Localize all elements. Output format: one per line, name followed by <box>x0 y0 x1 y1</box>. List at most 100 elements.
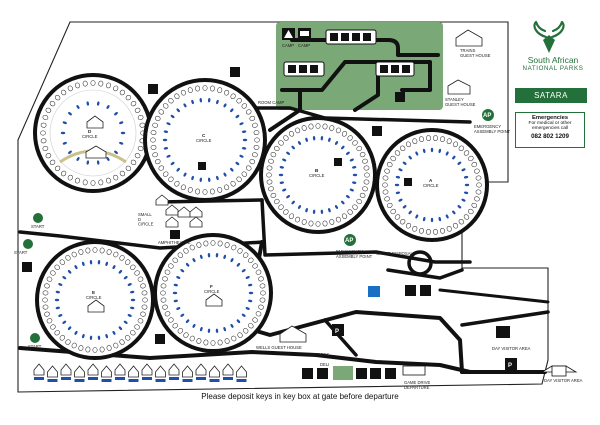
accommodation-unit <box>202 85 208 91</box>
accommodation-unit <box>382 175 389 181</box>
accommodation-unit <box>173 299 178 303</box>
accommodation-unit <box>363 165 370 171</box>
accommodation-unit <box>471 162 478 168</box>
accommodation-unit <box>400 219 406 225</box>
accommodation-unit <box>106 105 110 109</box>
accommodation-unit <box>85 346 91 353</box>
accommodation-unit <box>166 122 171 126</box>
accommodation-unit <box>113 251 119 258</box>
accommodation-unit <box>463 191 469 195</box>
accommodation-unit <box>119 141 124 145</box>
emergency-line2: emergencies call <box>532 126 568 132</box>
accommodation-unit <box>347 135 353 141</box>
accommodation-unit <box>162 276 168 282</box>
accommodation-unit <box>172 323 178 329</box>
accommodation-unit <box>422 148 426 154</box>
accommodation-unit <box>274 198 280 205</box>
kudu-logo-icon <box>533 20 565 53</box>
accommodation-unit <box>106 249 112 255</box>
bungalow-tag <box>74 379 85 382</box>
accommodation-unit <box>67 326 72 331</box>
picnic-icon <box>496 326 510 338</box>
accommodation-unit <box>185 262 190 267</box>
ablution-icon-10 <box>402 65 410 73</box>
footer-note: Please deposit keys in key box at gate b… <box>201 392 399 401</box>
accommodation-unit <box>231 244 237 251</box>
accommodation-unit <box>40 122 47 128</box>
accommodation-unit <box>230 323 234 328</box>
accommodation-unit <box>162 138 168 142</box>
accommodation-unit <box>183 172 187 177</box>
accommodation-unit <box>312 136 316 141</box>
accommodation-unit <box>183 332 189 338</box>
accommodation-unit <box>474 196 480 202</box>
accommodation-unit <box>55 306 60 310</box>
bungalow-tag <box>236 379 247 382</box>
circle-e-area: E CIRCLE <box>35 240 155 360</box>
ablution-icon-6 <box>299 65 307 73</box>
wells-guest-house-label: WELLS GUEST HOUSE <box>256 345 302 350</box>
accommodation-unit <box>345 195 350 199</box>
circle-a-area: A CIRCLE <box>375 128 489 242</box>
accommodation-unit <box>96 160 100 165</box>
accommodation-unit <box>402 205 407 209</box>
accommodation-unit <box>199 254 203 260</box>
accommodation-unit <box>74 265 78 270</box>
accommodation-unit <box>217 240 223 247</box>
bungalow-tag <box>34 377 44 380</box>
accommodation-unit <box>341 145 345 150</box>
accommodation-unit <box>301 219 307 225</box>
accommodation-unit <box>245 165 252 171</box>
bungalow-hut <box>114 363 126 376</box>
accommodation-unit <box>119 89 125 96</box>
accommodation-unit <box>322 220 328 227</box>
ablution-icon <box>330 33 338 41</box>
circle-c-suffix: CIRCLE <box>196 138 212 143</box>
accommodation-unit <box>173 283 178 287</box>
accommodation-unit <box>189 335 195 342</box>
accommodation-unit <box>113 342 119 349</box>
accommodation-unit <box>162 304 168 310</box>
accommodation-unit <box>137 318 144 324</box>
telephone-icon <box>302 368 313 379</box>
circle-b-ablution-icon <box>372 126 382 136</box>
accommodation-unit <box>40 130 46 136</box>
start-marker-mid: START <box>14 239 33 255</box>
accommodation-unit <box>471 202 478 208</box>
accommodation-unit <box>474 168 480 174</box>
accommodation-unit <box>164 311 171 317</box>
accommodation-unit <box>164 269 171 275</box>
accommodation-unit <box>209 188 215 195</box>
circle-b-suffix: CIRCLE <box>309 173 325 178</box>
bungalow-hut <box>60 363 72 376</box>
accommodation-unit <box>241 147 247 150</box>
accommodation-unit <box>255 269 262 275</box>
accommodation-unit <box>106 177 111 184</box>
swimming-pool-icon <box>368 286 380 297</box>
accommodation-unit <box>150 137 156 143</box>
accommodation-unit <box>106 82 111 89</box>
accommodation-unit <box>452 141 459 148</box>
fuel-icon <box>405 285 416 296</box>
bungalow-tag <box>223 377 233 380</box>
accommodation-unit <box>119 170 125 177</box>
accommodation-unit <box>203 339 209 346</box>
accommodation-unit <box>394 214 401 220</box>
game-drive-vehicle <box>402 365 426 376</box>
accommodation-unit <box>243 252 249 258</box>
accommodation-unit <box>295 216 301 223</box>
accommodation-unit <box>452 222 459 229</box>
accommodation-unit <box>278 204 284 210</box>
ablution-icon-offices <box>385 368 396 379</box>
accommodation-unit <box>61 170 67 177</box>
accommodation-unit <box>248 299 253 303</box>
bungalow-hut <box>141 363 153 376</box>
emergency-line1: For medical or other <box>528 121 572 126</box>
accommodation-unit <box>58 314 63 317</box>
accommodation-unit <box>352 166 357 169</box>
